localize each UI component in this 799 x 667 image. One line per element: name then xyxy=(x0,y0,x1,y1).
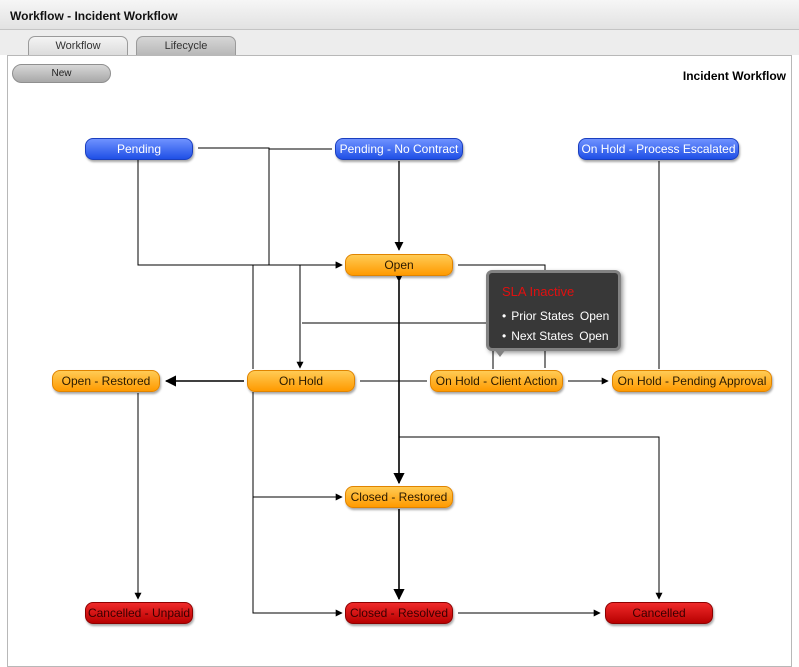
tooltip-row-next-states: • Next States Open xyxy=(502,329,609,343)
state-on-hold-pending-approval[interactable]: On Hold - Pending Approval xyxy=(612,370,772,392)
edge-onhold-closedrestored xyxy=(252,392,343,501)
edge-clientaction-open xyxy=(302,322,494,369)
tooltip-row-prior-states: • Prior States Open xyxy=(502,309,609,323)
bullet-icon: • xyxy=(502,329,507,343)
tooltip-next-label: Next States xyxy=(511,329,574,343)
state-open[interactable]: Open xyxy=(345,254,453,276)
state-on-hold[interactable]: On Hold xyxy=(247,370,355,392)
state-on-hold-client-action[interactable]: On Hold - Client Action xyxy=(430,370,563,392)
canvas-title: Incident Workflow xyxy=(682,69,786,83)
state-cancelled-unpaid[interactable]: Cancelled - Unpaid xyxy=(85,602,193,624)
tooltip-prior-value: Open xyxy=(579,309,610,323)
tooltip-prior-label: Prior States xyxy=(511,309,574,323)
edge-onhold-open xyxy=(252,261,343,369)
tooltip-next-value: Open xyxy=(579,329,609,343)
window-title: Workflow - Incident Workflow xyxy=(10,9,178,23)
bullet-icon: • xyxy=(502,309,507,323)
state-closed-resolved[interactable]: Closed - Resolved xyxy=(345,602,453,624)
state-pending[interactable]: Pending xyxy=(85,138,193,160)
edge-open-cancelled xyxy=(399,436,663,600)
edge-pending-open xyxy=(137,160,343,269)
state-open-restored[interactable]: Open - Restored xyxy=(52,370,160,392)
edge-pending-onhold xyxy=(198,147,304,369)
state-closed-restored[interactable]: Closed - Restored xyxy=(345,486,453,508)
edge-onhold-closedresolved xyxy=(252,497,343,617)
state-cancelled[interactable]: Cancelled xyxy=(605,602,713,624)
state-on-hold-process-escalated[interactable]: On Hold - Process Escalated xyxy=(578,138,739,160)
state-pending-no-contract[interactable]: Pending - No Contract xyxy=(335,138,463,160)
tab-lifecycle[interactable]: Lifecycle xyxy=(136,36,236,55)
tooltip-pointer xyxy=(494,349,506,357)
tab-bar: Workflow Lifecycle xyxy=(0,30,799,55)
window-header: Workflow - Incident Workflow xyxy=(0,0,799,30)
new-button[interactable]: New xyxy=(12,64,111,83)
tab-workflow[interactable]: Workflow xyxy=(28,36,128,55)
tooltip-title: SLA Inactive xyxy=(502,284,575,299)
